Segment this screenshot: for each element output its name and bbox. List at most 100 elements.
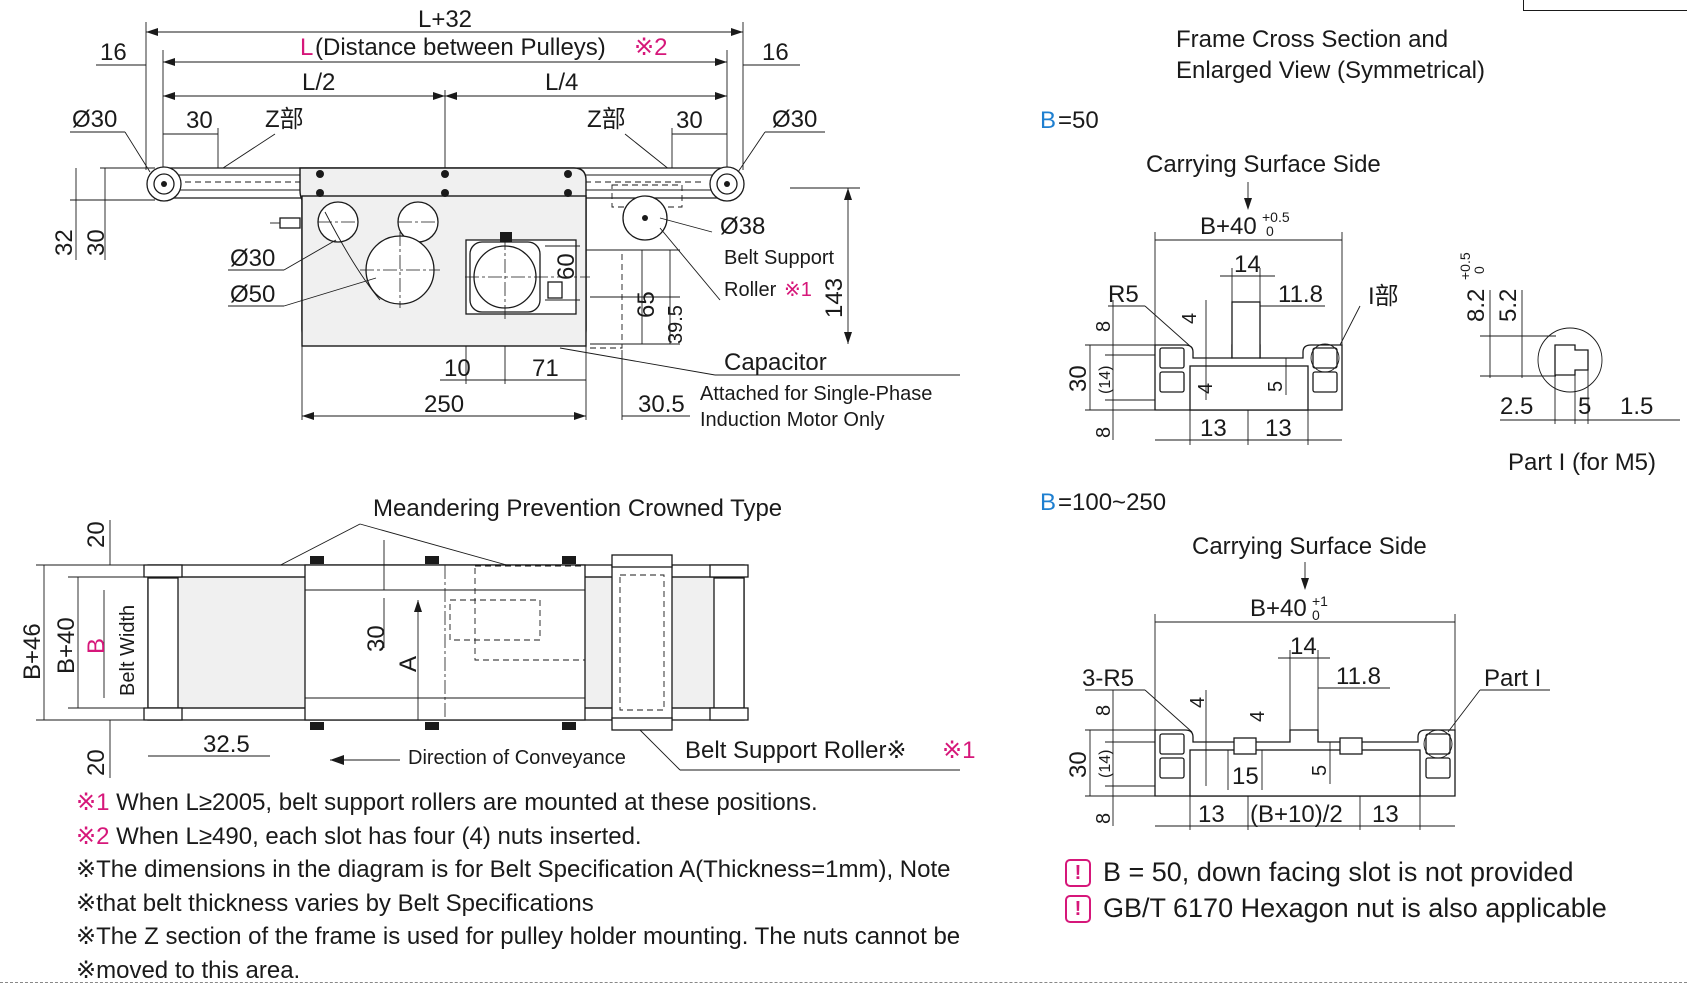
dim-h39-5: 39.5 xyxy=(665,305,687,344)
cs-b100-label: B xyxy=(1040,489,1056,516)
cs2-8a: 8 xyxy=(1093,705,1115,716)
label-cap-note-1: Attached for Single-Phase xyxy=(700,383,932,405)
warning-text: B = 50, down facing slot is not provided xyxy=(1103,857,1574,888)
dim-pulley-30: Ø30 xyxy=(230,245,275,272)
label-plan-roller-mark: ※1 xyxy=(942,737,975,764)
cs2-13b: 13 xyxy=(1372,801,1399,828)
warning-line: ! GB/T 6170 Hexagon nut is also applicab… xyxy=(1065,893,1665,924)
label-z-right: Z部 xyxy=(587,106,626,133)
bottom-divider xyxy=(0,982,1687,983)
note-line: ※that belt thickness varies by Belt Spec… xyxy=(76,887,1036,921)
warning-text: GB/T 6170 Hexagon nut is also applicable xyxy=(1103,893,1607,924)
cs1-8b: 8 xyxy=(1093,427,1115,438)
cs1-30: 30 xyxy=(1065,365,1092,392)
dim-h65: 65 xyxy=(633,291,660,318)
cs1-13b: 13 xyxy=(1265,415,1292,442)
note-line: ※1 When L≥2005, belt support rollers are… xyxy=(76,786,1036,820)
plan-view: Meandering Prevention Crowned Type xyxy=(19,495,975,778)
cs2-tol-dn: 0 xyxy=(1312,607,1320,623)
label-belt-support-2: Roller xyxy=(724,279,777,301)
dim-w71: 71 xyxy=(532,355,559,382)
cs2-14: 14 xyxy=(1290,633,1317,660)
cs-b50-value: =50 xyxy=(1058,107,1099,134)
dim-plan-top20: 20 xyxy=(83,521,110,548)
cs2-8b: 8 xyxy=(1093,813,1115,824)
label-direction: Direction of Conveyance xyxy=(408,747,626,769)
part-1-5: 1.5 xyxy=(1620,393,1653,420)
dim-w10: 10 xyxy=(444,355,471,382)
dim-plan-h30: 30 xyxy=(363,625,390,652)
label-plan-roller: Belt Support Roller※ xyxy=(685,737,907,764)
cs1-part: I部 xyxy=(1368,283,1399,310)
cs-title-1: Frame Cross Section and xyxy=(1176,26,1448,53)
part-tol-up: +0.5 xyxy=(1457,252,1473,280)
dim-left-end: 16 xyxy=(100,39,127,66)
part-5: 5 xyxy=(1578,393,1591,420)
dim-dia-right: Ø30 xyxy=(772,106,817,133)
cs1-8a: 8 xyxy=(1093,321,1115,332)
part-5-2: 5.2 xyxy=(1495,289,1522,322)
dim-overall: L+32 xyxy=(418,6,472,33)
cs2-4b: 4 xyxy=(1247,711,1269,722)
part-2-5: 2.5 xyxy=(1500,393,1533,420)
cross-section: Frame Cross Section and Enlarged View (S… xyxy=(1040,26,1680,830)
cs2-carry: Carrying Surface Side xyxy=(1192,533,1427,560)
cs2-part: Part I xyxy=(1484,665,1541,692)
note-line: ※The Z section of the frame is used for … xyxy=(76,920,1036,954)
dim-h143: 143 xyxy=(821,278,848,318)
warning-icon: ! xyxy=(1065,895,1091,923)
cs1-4b: 4 xyxy=(1195,383,1217,394)
cs2-mid: (B+10)/2 xyxy=(1250,801,1343,828)
dim-quarter: L/4 xyxy=(545,69,578,96)
dim-h60: 60 xyxy=(553,253,580,280)
note-mark: ※1 xyxy=(76,789,109,816)
cs1-tol-dn: 0 xyxy=(1266,223,1274,239)
cs-title-2: Enlarged View (Symmetrical) xyxy=(1176,57,1485,84)
warning-icon: ! xyxy=(1065,859,1091,887)
cs2-r5: 3-R5 xyxy=(1082,665,1134,692)
cs-b50-label: B xyxy=(1040,107,1056,134)
note-text: ※The Z section of the frame is used for … xyxy=(76,923,960,950)
cs2-13a: 13 xyxy=(1198,801,1225,828)
dim-plan-belt-width: Belt Width xyxy=(117,605,139,696)
dim-w250: 250 xyxy=(424,391,464,418)
cs1-11-8: 11.8 xyxy=(1278,281,1323,308)
dim-half: L/2 xyxy=(302,69,335,96)
label-capacitor: Capacitor xyxy=(724,349,827,376)
dim-plan-w32-5: 32.5 xyxy=(203,731,250,758)
cs1-14p: (14) xyxy=(1097,366,1114,394)
part-caption: Part I (for M5) xyxy=(1508,449,1656,476)
dim-distance-text: (Distance between Pulleys) xyxy=(315,34,606,61)
dim-w30-right: 30 xyxy=(676,107,703,134)
note-text: ※moved to this area. xyxy=(76,957,300,984)
dim-roller-dia: Ø38 xyxy=(720,213,765,240)
cs1-5: 5 xyxy=(1265,381,1287,392)
label-cap-note-2: Induction Motor Only xyxy=(700,409,885,431)
part-i-detail: 8.2 +0.5 0 5.2 2.5 5 1.5 Part I (for M5) xyxy=(1457,252,1680,476)
dim-plan-b: B xyxy=(83,638,110,654)
note-line: ※2 When L≥490, each slot has four (4) nu… xyxy=(76,820,1036,854)
dim-dia-left: Ø30 xyxy=(72,106,117,133)
cs2-5: 5 xyxy=(1309,765,1331,776)
note-mark: ※2 xyxy=(76,823,109,850)
note-text: When L≥2005, belt support rollers are mo… xyxy=(109,789,817,816)
dim-pulley-50: Ø50 xyxy=(230,281,275,308)
notes-block: ※1 When L≥2005, belt support rollers are… xyxy=(76,786,1036,987)
cs2-width: B+40 xyxy=(1250,595,1307,622)
cs2-30: 30 xyxy=(1065,751,1092,778)
dim-h32: 32 xyxy=(51,229,78,256)
label-crowned: Meandering Prevention Crowned Type xyxy=(373,495,782,522)
cs2-4a: 4 xyxy=(1187,697,1209,708)
dim-plan-b40: B+40 xyxy=(53,617,80,674)
cs-b100-value: =100~250 xyxy=(1058,489,1166,516)
cs1-carry: Carrying Surface Side xyxy=(1146,151,1381,178)
cs2-11-8: 11.8 xyxy=(1336,663,1381,690)
part-8-2: 8.2 xyxy=(1463,289,1490,322)
dim-right-end: 16 xyxy=(762,39,789,66)
dim-plan-b46: B+46 xyxy=(19,623,46,680)
note-line: ※The dimensions in the diagram is for Be… xyxy=(76,853,1036,887)
dim-distance-prefix: L xyxy=(300,34,313,61)
cs1-14: 14 xyxy=(1234,251,1261,278)
label-belt-support-1: Belt Support xyxy=(724,247,835,269)
cs2-14p: (14) xyxy=(1097,750,1114,778)
